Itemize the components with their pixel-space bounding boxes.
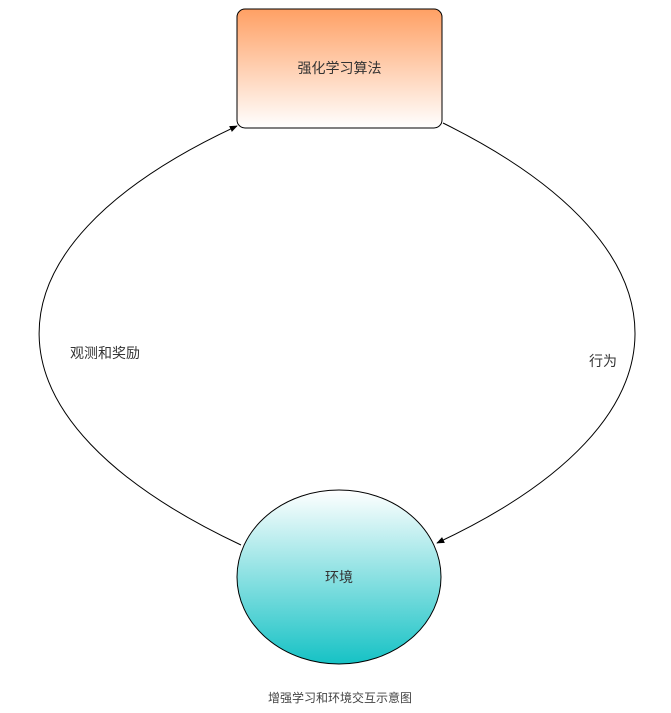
environment-circle	[236, 489, 442, 665]
algorithm-label: 强化学习算法	[298, 61, 382, 77]
algorithm-box	[236, 8, 443, 129]
environment-node: 环境	[236, 489, 442, 665]
observation-reward-edge	[38, 125, 242, 546]
algorithm-node: 强化学习算法	[236, 8, 443, 129]
action-edge	[436, 122, 636, 544]
figure-caption: 增强学习和环境交互示意图	[268, 690, 412, 705]
environment-label: 环境	[325, 570, 353, 586]
action-label: 行为	[589, 354, 617, 370]
observation-reward-label: 观测和奖励	[70, 345, 140, 362]
